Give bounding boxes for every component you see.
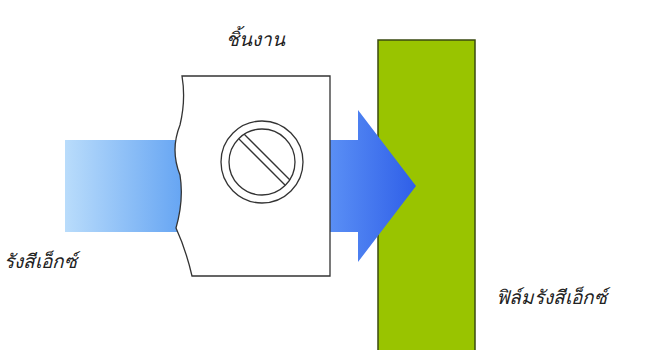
workpiece: [175, 76, 330, 276]
x-ray-label: รังสีเอ็กซ์: [4, 250, 77, 273]
slash-line: [239, 139, 285, 185]
workpiece-inner-circle: [229, 129, 295, 195]
transmitted-ray-arrow: [330, 110, 416, 262]
slash-line: [244, 134, 290, 180]
workpiece-outer-circle: [221, 121, 303, 203]
film-label: ฟิล์มรังสีเอ็กซ์: [496, 286, 607, 309]
workpiece-label: ชิ้นงาน: [226, 28, 285, 51]
